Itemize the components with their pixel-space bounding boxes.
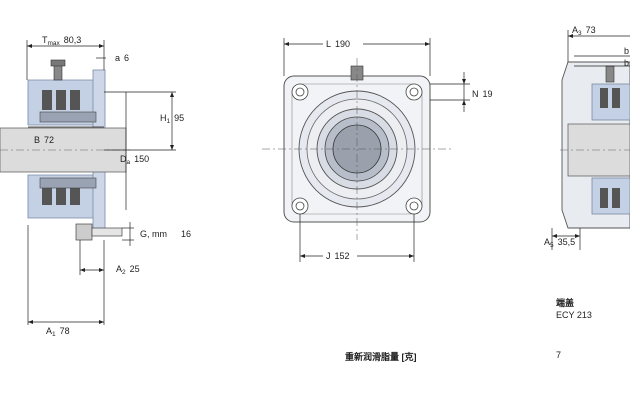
relubrication-label: 重新润滑脂量 [克] [345,352,417,362]
grease-nipple-icon [50,59,66,81]
bearing-rollers-upper [39,90,97,123]
grease-nipple-right-icon [605,65,615,83]
bearing-rollers-lower [39,177,97,205]
bolt-icon [75,223,123,241]
end-cover-value: ECY 213 [556,310,592,320]
bolt-holes [291,83,423,215]
dim-b-top-label: b [624,46,629,56]
relubrication-value: 7 [556,350,562,360]
dim-b-bottom-label: b [624,58,629,68]
end-cover-label: 端盖 [556,298,575,308]
